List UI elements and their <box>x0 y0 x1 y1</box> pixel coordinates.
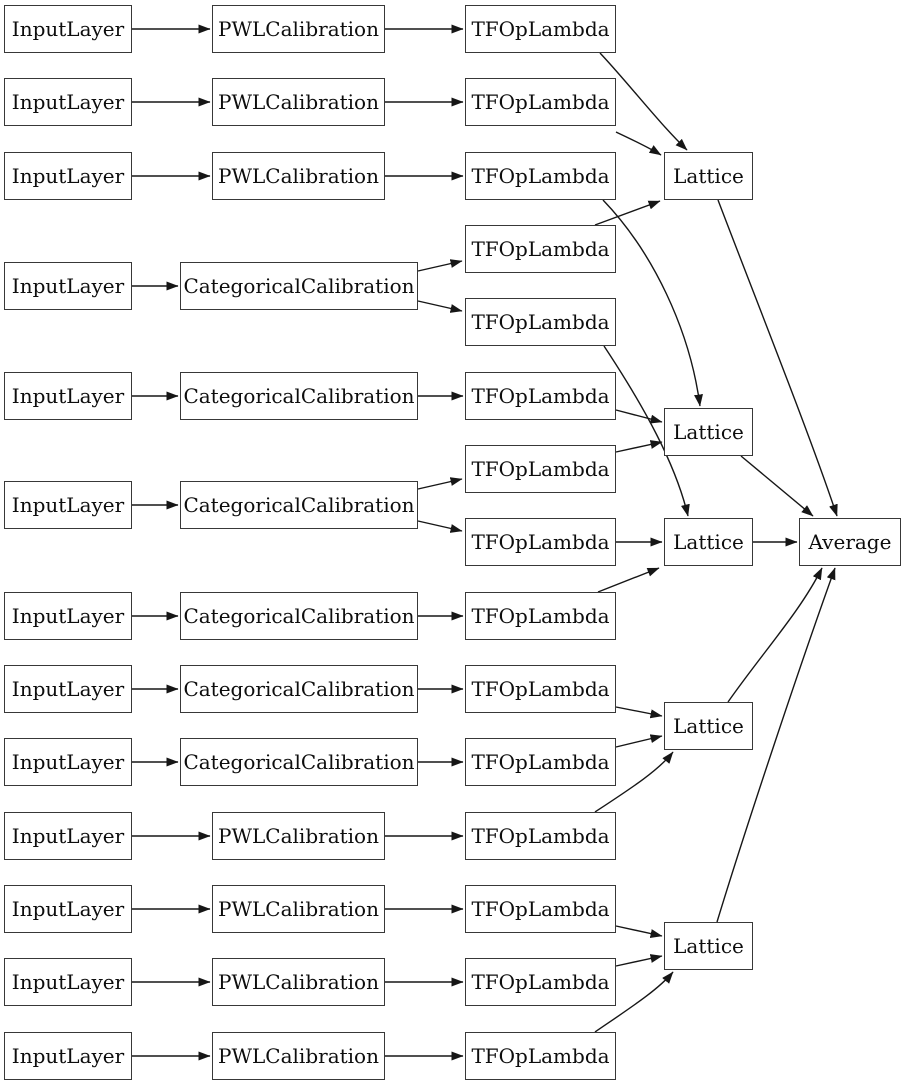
node-t7-tfoplambda: TFOpLambda <box>465 445 616 493</box>
node-t3-tfoplambda: TFOpLambda <box>465 152 616 200</box>
edge-t4-to-lat1 <box>594 200 661 226</box>
node-in8-inputlayer: InputLayer <box>4 665 132 713</box>
node-t2-tfoplambda: TFOpLambda <box>465 78 616 126</box>
node-t5-tfoplambda: TFOpLambda <box>465 298 616 346</box>
node-in11-inputlayer: InputLayer <box>4 885 132 933</box>
node-t6-tfoplambda: TFOpLambda <box>465 372 616 420</box>
edge-t15-to-lat5 <box>594 971 674 1033</box>
edge-lat2-to-avg <box>740 455 814 517</box>
edge-t2-to-lat1 <box>615 131 662 156</box>
node-avg-average: Average <box>799 518 901 566</box>
edge-lat1-to-avg <box>717 199 838 517</box>
node-in2-inputlayer: InputLayer <box>4 78 132 126</box>
node-lat3-lattice: Lattice <box>664 518 753 566</box>
node-cal13-pwlcalibration: PWLCalibration <box>212 1032 385 1080</box>
edge-lat4-to-avg <box>727 567 823 703</box>
node-lat1-lattice: Lattice <box>664 152 753 200</box>
edge-t1-to-lat1 <box>599 52 688 151</box>
edge-t9-to-lat3 <box>597 567 660 593</box>
edge-t11-to-lat4 <box>615 734 663 748</box>
edge-t12-to-lat4 <box>594 751 674 813</box>
node-t9-tfoplambda: TFOpLambda <box>465 592 616 640</box>
node-in4-inputlayer: InputLayer <box>4 262 132 310</box>
node-t8-tfoplambda: TFOpLambda <box>465 518 616 566</box>
node-in12-inputlayer: InputLayer <box>4 958 132 1006</box>
edge-t14-to-lat5 <box>615 954 663 967</box>
edge-t10-to-lat4 <box>615 706 663 719</box>
edge-cal4-to-t5 <box>417 300 463 313</box>
node-cal5-categoricalcalibration: CategoricalCalibration <box>180 372 418 420</box>
node-lat2-lattice: Lattice <box>664 408 753 456</box>
node-t14-tfoplambda: TFOpLambda <box>465 958 616 1006</box>
node-in10-inputlayer: InputLayer <box>4 812 132 860</box>
node-cal9-categoricalcalibration: CategoricalCalibration <box>180 738 418 786</box>
node-t13-tfoplambda: TFOpLambda <box>465 885 616 933</box>
edge-cal6-to-t8 <box>417 520 463 533</box>
edges-group <box>132 24 838 1061</box>
node-t10-tfoplambda: TFOpLambda <box>465 665 616 713</box>
node-in5-inputlayer: InputLayer <box>4 372 132 420</box>
node-lat5-lattice: Lattice <box>664 922 753 970</box>
edge-t6-to-lat2 <box>615 409 663 424</box>
edge-cal4-to-t4 <box>417 259 463 272</box>
node-in6-inputlayer: InputLayer <box>4 481 132 529</box>
edge-lat5-to-avg <box>716 567 836 923</box>
node-cal7-categoricalcalibration: CategoricalCalibration <box>180 592 418 640</box>
node-t1-tfoplambda: TFOpLambda <box>465 5 616 53</box>
node-in1-inputlayer: InputLayer <box>4 5 132 53</box>
node-t4-tfoplambda: TFOpLambda <box>465 225 616 273</box>
edge-t13-to-lat5 <box>615 925 663 938</box>
node-in9-inputlayer: InputLayer <box>4 738 132 786</box>
node-t15-tfoplambda: TFOpLambda <box>465 1032 616 1080</box>
node-in7-inputlayer: InputLayer <box>4 592 132 640</box>
node-cal2-pwlcalibration: PWLCalibration <box>212 78 385 126</box>
node-t11-tfoplambda: TFOpLambda <box>465 738 616 786</box>
node-cal3-pwlcalibration: PWLCalibration <box>212 152 385 200</box>
node-cal11-pwlcalibration: PWLCalibration <box>212 885 385 933</box>
node-cal1-pwlcalibration: PWLCalibration <box>212 5 385 53</box>
edge-t7-to-lat2 <box>615 440 663 453</box>
edge-t5-to-lat3 <box>603 345 690 517</box>
edge-cal6-to-t7 <box>417 477 463 490</box>
node-in3-inputlayer: InputLayer <box>4 152 132 200</box>
node-lat4-lattice: Lattice <box>664 702 753 750</box>
edge-t3-to-lat2 <box>602 199 703 407</box>
node-cal10-pwlcalibration: PWLCalibration <box>212 812 385 860</box>
node-cal12-pwlcalibration: PWLCalibration <box>212 958 385 1006</box>
node-cal4-categoricalcalibration: CategoricalCalibration <box>180 262 418 310</box>
node-t12-tfoplambda: TFOpLambda <box>465 812 616 860</box>
node-cal6-categoricalcalibration: CategoricalCalibration <box>180 481 418 529</box>
node-cal8-categoricalcalibration: CategoricalCalibration <box>180 665 418 713</box>
node-in13-inputlayer: InputLayer <box>4 1032 132 1080</box>
